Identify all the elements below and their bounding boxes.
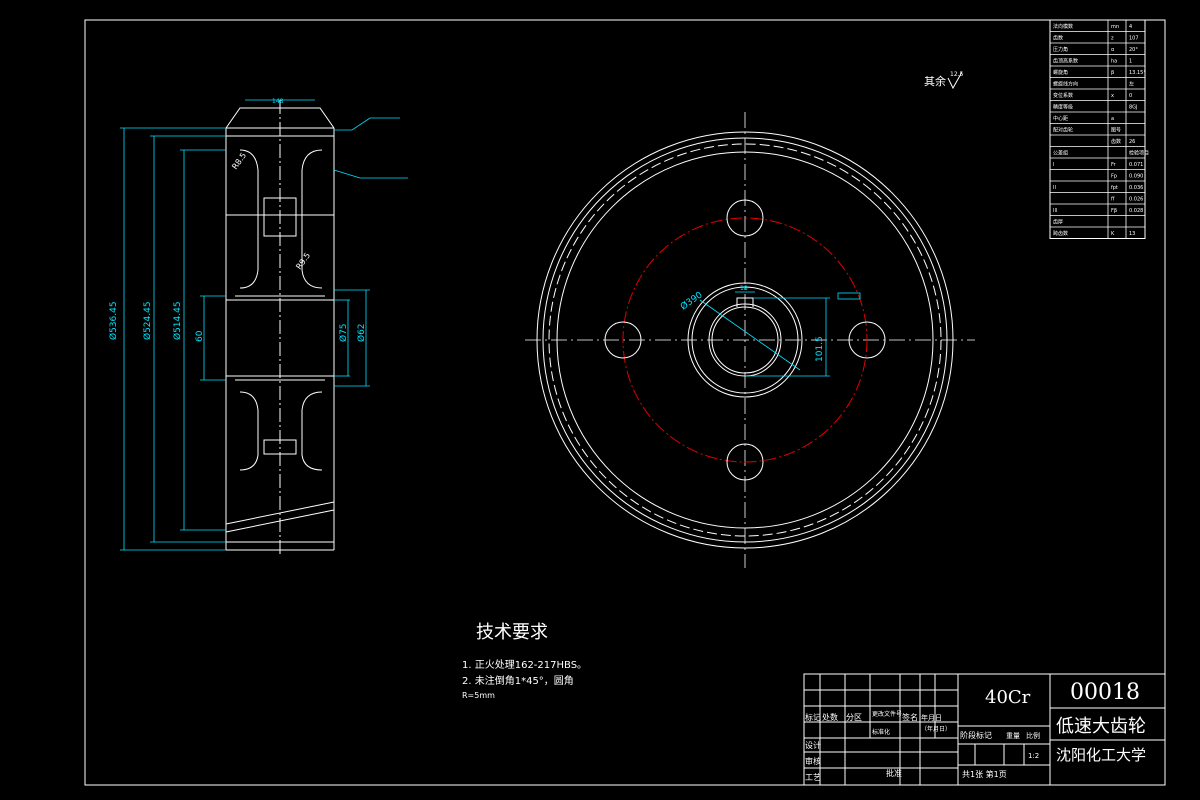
row-process: 工艺 bbox=[805, 773, 821, 782]
spec-table-cell: 0.071 bbox=[1129, 162, 1143, 168]
front-view bbox=[525, 112, 975, 568]
spec-table-cell: 齿厚 bbox=[1053, 220, 1063, 226]
drawing-border bbox=[84, 19, 1166, 786]
spec-table-cell: ha bbox=[1111, 59, 1117, 65]
dim-left-d1: Ø536.45 bbox=[108, 301, 119, 340]
dim-left-d3: Ø514.45 bbox=[172, 301, 183, 340]
spec-table-cell: II bbox=[1053, 185, 1056, 191]
spec-table-cell: ff bbox=[1111, 197, 1115, 203]
spec-table-cell: 压力角 bbox=[1053, 46, 1068, 53]
drawing-number: 00018 bbox=[1070, 680, 1140, 705]
front-dimensions bbox=[699, 291, 861, 377]
spec-table-cell: 4 bbox=[1129, 24, 1132, 30]
spec-table-cell: 8GJ bbox=[1129, 105, 1138, 111]
row-review: 审核 bbox=[805, 756, 821, 766]
spec-table-cell: β bbox=[1111, 70, 1114, 76]
row-approve: 批准 bbox=[886, 768, 902, 778]
part-name: 低速大齿轮 bbox=[1056, 716, 1146, 737]
dim-pitch-circle: Ø390 bbox=[678, 289, 704, 312]
dim-bore-len: 60 bbox=[195, 330, 205, 342]
dim-fillet-top: R8.5 bbox=[230, 151, 248, 171]
spec-table-cell: 图号 bbox=[1111, 128, 1121, 134]
hdr-count: 处数 bbox=[822, 712, 838, 722]
spec-table-cell: Fβ bbox=[1111, 208, 1117, 214]
school-name: 沈阳化工大学 bbox=[1056, 746, 1146, 764]
hdr-sign: 签名 bbox=[902, 712, 918, 722]
title-block bbox=[803, 673, 1166, 786]
scale-label: 比例 bbox=[1026, 731, 1040, 740]
spec-table-cell: 107 bbox=[1129, 36, 1139, 42]
dim-key-width: 18 bbox=[740, 285, 748, 292]
spec-table-cell: 法向模数 bbox=[1053, 23, 1073, 30]
spec-table-cell: 0.036 bbox=[1129, 185, 1143, 191]
spec-table-cell: 螺旋角 bbox=[1053, 69, 1068, 76]
spec-table-cell: 齿数 bbox=[1111, 138, 1121, 145]
spec-table-cell: 1 bbox=[1129, 59, 1132, 65]
spec-table-cell: 0.026 bbox=[1129, 197, 1143, 203]
stage-mark-label: 阶段标记 bbox=[960, 730, 992, 740]
spec-table-cell: I bbox=[1053, 162, 1054, 168]
spec-table-cell: α bbox=[1111, 47, 1115, 53]
spec-table-cell: 变位系数 bbox=[1053, 92, 1073, 99]
sheet-info: 共1张 第1页 bbox=[962, 769, 1007, 779]
spec-table-cell: 检验项目 bbox=[1129, 150, 1149, 157]
weight-label: 重量 bbox=[1006, 732, 1020, 740]
dim-fillet-mid: R9.5 bbox=[294, 251, 312, 271]
spec-table-cell: 螺旋线方向 bbox=[1053, 81, 1078, 88]
dim-hub-d2: Ø62 bbox=[356, 323, 367, 342]
row-design: 设计 bbox=[805, 740, 821, 750]
spec-table-cell: 精度等级 bbox=[1053, 104, 1073, 111]
spec-table-cell: 齿顶高系数 bbox=[1053, 58, 1078, 65]
roughness-symbol bbox=[947, 71, 963, 90]
roughness-note: 其余 bbox=[924, 74, 946, 88]
spec-table-cell: 0.090 bbox=[1129, 174, 1143, 180]
spec-table-cell: K bbox=[1111, 231, 1115, 237]
spec-table: 法向模数 mn 4 齿数 z 107 压力角 α 20° 齿顶高系数 ha 1 螺旋角 β 13.15° 螺旋… bbox=[1049, 19, 1149, 239]
dim-key-depth: 101.5 bbox=[815, 336, 825, 362]
section-view bbox=[225, 100, 335, 556]
spec-table-cell: a bbox=[1111, 116, 1114, 122]
material: 40Cr bbox=[985, 687, 1031, 708]
tech-item-2: 2. 未注倒角1*45°，圆角 bbox=[462, 674, 574, 687]
spec-table-cell: fpt bbox=[1111, 185, 1118, 191]
hdr-date: 年月日 bbox=[921, 713, 942, 722]
spec-table-cell: 齿数 bbox=[1053, 35, 1063, 42]
spec-table-cell: 配对齿轮 bbox=[1053, 127, 1073, 134]
hdr-change-doc: 更改文件号 bbox=[872, 710, 902, 718]
roughness-value: 12.5 bbox=[950, 71, 964, 78]
tech-item-1: 1. 正火处理162-217HBS。 bbox=[462, 659, 587, 671]
spec-table-cell: III bbox=[1053, 208, 1057, 214]
spec-table-cell: 0 bbox=[1129, 93, 1132, 99]
dim-hub-d: Ø75 bbox=[338, 323, 349, 342]
dim-top-width: 148 bbox=[272, 98, 284, 105]
hdr-zone: 分区 bbox=[846, 713, 862, 722]
spec-table-cell: x bbox=[1111, 93, 1114, 99]
spec-table-cell: 0.028 bbox=[1129, 208, 1143, 214]
tech-item-3: R=5mm bbox=[462, 691, 495, 700]
tech-title: 技术要求 bbox=[476, 622, 548, 643]
spec-table-cell: mn bbox=[1111, 24, 1119, 30]
spec-table-cell: Fr bbox=[1111, 162, 1117, 168]
spec-table-cell: 公差组 bbox=[1053, 150, 1068, 157]
spec-table-cell: 左 bbox=[1129, 81, 1134, 88]
spec-table-cell: 13.15° bbox=[1129, 70, 1146, 76]
dim-left-d2: Ø524.45 bbox=[142, 301, 153, 340]
section-dimensions bbox=[120, 99, 408, 551]
spec-table-cell: 中心距 bbox=[1053, 115, 1068, 122]
spec-table-frame bbox=[1049, 19, 1146, 239]
spec-table-cell: Fp bbox=[1111, 174, 1117, 180]
hdr-date-note: （年月日） bbox=[921, 725, 951, 733]
spec-table-cell: 20° bbox=[1129, 47, 1138, 53]
spec-table-cell: 13 bbox=[1129, 231, 1135, 237]
spec-table-cell: 26 bbox=[1129, 139, 1135, 145]
row-standard: 标准化 bbox=[872, 728, 890, 736]
spec-table-cell: z bbox=[1111, 36, 1114, 42]
hdr-mark: 标记 bbox=[805, 712, 821, 722]
scale-value: 1:2 bbox=[1028, 752, 1039, 760]
spec-table-cell: 跨齿数 bbox=[1053, 230, 1068, 237]
